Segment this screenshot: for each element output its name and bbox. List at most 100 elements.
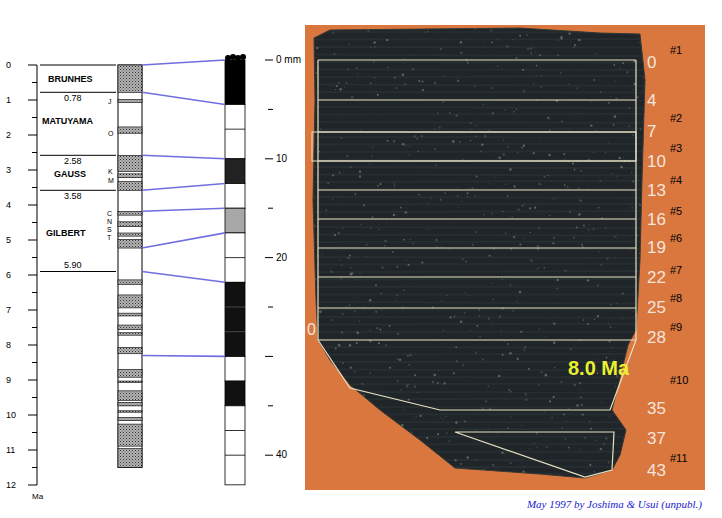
rock-speck [323,437,325,439]
layer-cell [225,184,245,209]
rock-speck [554,367,555,368]
rock-speck [633,310,635,312]
rock-speck [579,382,581,384]
rock-speck [331,29,332,30]
rock-speck [639,204,641,206]
rock-speck [538,384,540,386]
rock-speck [332,319,334,321]
rock-speck [488,318,490,320]
slice-depth: 25 [647,299,666,316]
rock-speck [470,140,471,141]
axis-tick [28,275,37,276]
rock-speck [397,333,399,335]
rock-speck [435,417,437,419]
rock-speck [461,200,462,201]
rock-speck [323,441,325,443]
slice-line [318,218,636,219]
slice-depth: 43 [647,462,666,479]
rock-speck [539,213,541,215]
slice-line [318,307,636,308]
crust-top [235,55,241,61]
axis-unit: Ma [32,493,43,501]
rock-speck [411,432,413,434]
rock-speck [462,159,464,161]
rock-speck [332,174,334,176]
rock-speck [346,155,348,157]
rock-speck [517,358,519,360]
rock-speck [580,397,582,399]
growth-band [310,421,650,424]
rock-speck [314,278,316,280]
growth-band [310,99,650,102]
normal-polarity [118,100,142,103]
rock-speck [627,71,629,73]
crust-column [225,54,273,485]
rock-speck [610,304,611,305]
subchron-letter: T [107,234,111,241]
rock-speck [396,294,398,296]
growth-band [310,383,650,384]
rock-speck [485,400,487,402]
rock-speck [369,92,370,93]
growth-band [310,323,650,326]
slice-depth: 0 [647,54,656,71]
rock-speck [343,428,344,429]
rock-speck [519,291,522,294]
rock-speck [471,187,473,189]
rock-speck [475,125,477,127]
growth-band [310,175,650,176]
rock-speck [404,83,406,85]
rock-speck [632,180,635,183]
rock-speck [324,379,325,380]
rock-speck [523,90,525,92]
rock-speck [389,325,391,327]
rock-speck [540,139,542,141]
growth-band [310,308,650,310]
axis-tick [32,397,37,398]
photo-background [305,25,705,490]
axis-tick [28,310,37,311]
layer-cell [225,159,245,184]
rock-speck [456,186,458,188]
rock-speck [560,72,562,74]
rock-speck [509,168,511,170]
rock-speck [319,79,320,80]
rock-speck [636,453,638,455]
rock-speck [536,479,538,481]
rock-speck [406,435,408,437]
rock-speck [426,203,427,204]
rock-speck [471,129,472,130]
slice-depth: 35 [647,400,666,417]
rock-speck [333,53,335,55]
age-annotation: 8.0 Ma [568,358,629,378]
scale-tick [265,257,273,258]
rock-speck [413,243,415,245]
rock-speck [505,183,507,185]
rock-speck [410,239,411,240]
rock-speck [632,452,634,454]
rock-speck [558,39,559,40]
rock-speck [314,358,316,360]
rock-speck [639,385,641,387]
rock-speck [449,222,451,224]
correlation-line [142,355,225,357]
axis-number: 8 [6,341,11,350]
scale-tick [268,405,273,406]
rock-speck [540,371,542,373]
normal-polarity [118,233,142,236]
rock-speck [466,456,468,458]
growth-band [310,203,650,205]
rock-speck [464,420,466,422]
cell-line [225,430,245,431]
rock-speck [437,433,439,435]
rock-speck [513,185,515,187]
rock-speck [350,166,352,168]
rock-speck [422,89,424,91]
rock-speck [499,317,500,318]
rock-speck [574,44,576,46]
rock-speck [331,425,333,427]
rock-speck [399,359,402,362]
rock-speck [330,454,332,456]
rock-speck [570,348,572,350]
